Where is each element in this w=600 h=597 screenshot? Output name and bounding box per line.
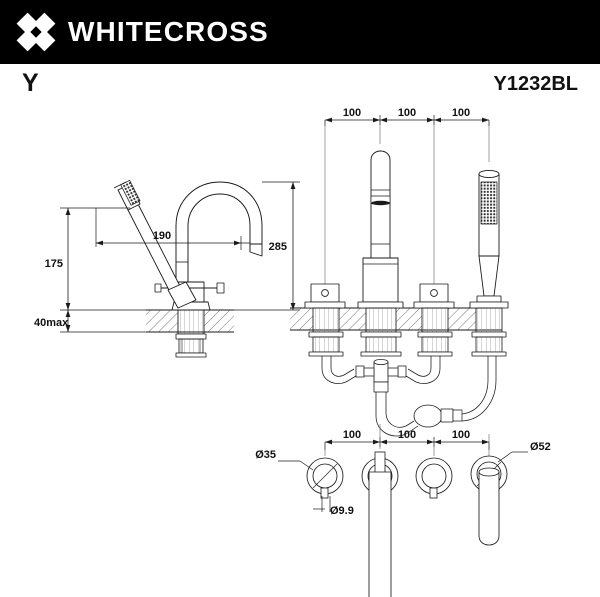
- gooseneck-spout-side: [175, 181, 263, 283]
- technical-drawing-canvas: 285 190 175: [0, 104, 600, 597]
- underdeck-plumbing: [321, 356, 497, 437]
- handshower-front: [469, 169, 509, 357]
- dimension-label-plan-100-a: 100: [343, 429, 361, 441]
- dimension-label-front-100-b: 100: [398, 107, 416, 119]
- dimension-40max: [60, 310, 234, 333]
- series-label: Y: [22, 69, 39, 97]
- plan-view-dimensions: [324, 424, 490, 456]
- handshower-plan: [470, 455, 508, 546]
- valve-handle-left-plan: [306, 457, 344, 499]
- valve-handle-right-plan: [415, 457, 453, 499]
- front-elevation-view: [290, 150, 509, 437]
- dimension-label-40max: 40max: [34, 317, 69, 329]
- front-view-dimensions: [324, 115, 490, 289]
- dimension-label-plan-100-b: 100: [398, 429, 416, 441]
- dimension-label-dia35: Ø35: [255, 449, 276, 461]
- dimension-285: [234, 181, 300, 311]
- dimension-label-front-100-a: 100: [343, 107, 361, 119]
- model-code-label: Y1232BL: [493, 73, 579, 95]
- dimension-label-285: 285: [269, 241, 287, 253]
- valve-handle-right-front: [413, 283, 455, 357]
- dimension-label-dia52: Ø52: [530, 441, 551, 453]
- mounting-shank-side: [175, 308, 207, 358]
- dimension-175: [60, 207, 234, 311]
- brand-header: WHITECROSS: [0, 0, 600, 64]
- side-view-dimensions: 285 190 175: [34, 181, 300, 333]
- brand-name: WHITECROSS: [68, 16, 269, 47]
- handshower-side: [113, 179, 197, 309]
- x-cross-logo-icon: [16, 12, 56, 52]
- dimension-190: [95, 208, 250, 250]
- valve-handle-left-front: [304, 283, 346, 357]
- dimension-label-plan-100-c: 100: [452, 429, 470, 441]
- dimension-label-dia99: Ø9.9: [330, 505, 354, 517]
- plan-view: [306, 451, 508, 597]
- title-row: Y Y1232BL: [0, 64, 600, 110]
- plan-leader-lines: [278, 451, 528, 512]
- spout-plan: [361, 451, 399, 597]
- dimension-label-175: 175: [45, 258, 63, 270]
- dimension-label-front-100-c: 100: [452, 107, 470, 119]
- dimension-label-190: 190: [153, 230, 171, 242]
- spout-front: [357, 150, 404, 357]
- side-elevation-view: [113, 179, 263, 358]
